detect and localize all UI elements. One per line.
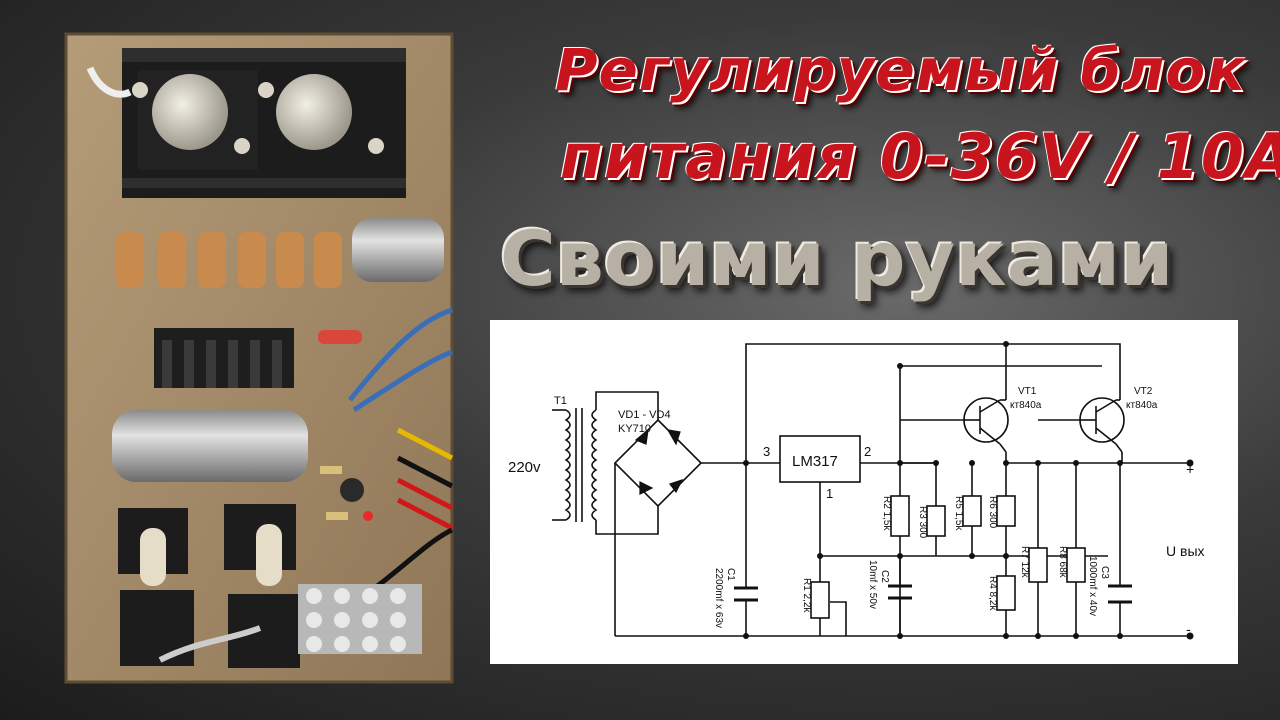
- main-heatsink: [122, 48, 406, 198]
- label-pin-3: 3: [763, 444, 770, 459]
- label-pin-2: 2: [864, 444, 871, 459]
- label-vt1: VT1: [1018, 386, 1037, 397]
- diode-vd1: [666, 429, 681, 446]
- wire-grey: [158, 625, 262, 663]
- diode: [326, 512, 348, 520]
- power-transistor-vt1: [152, 74, 228, 150]
- diode: [320, 466, 342, 474]
- transformer-t1: [552, 408, 598, 522]
- label-r2: R2 1,5k: [881, 496, 892, 531]
- label-input-voltage: 220v: [508, 459, 541, 476]
- label-bridge: VD1 - VD4: [618, 409, 671, 421]
- label-bridge-part: KY710: [618, 423, 651, 435]
- diode-bridge: [613, 418, 703, 508]
- label-r6: R6 300: [987, 496, 998, 529]
- diode-vd2: [634, 428, 649, 445]
- label-c1: C1: [725, 568, 736, 581]
- bracket-left: [120, 590, 194, 666]
- capacitor-c1: [734, 586, 758, 602]
- wire-white: [86, 66, 132, 98]
- label-c3-value: 1000mf x 40v: [1087, 556, 1098, 616]
- led: [363, 511, 373, 521]
- label-vt2-part: кт840а: [1126, 400, 1158, 411]
- label-plus: +: [1186, 461, 1194, 477]
- power-resistor-row: [116, 232, 342, 288]
- transistor-vt2: [1079, 397, 1125, 445]
- schematic-panel: T1 220v VD1 - VD4 KY710 LM317 3 2 1 VT1 …: [490, 320, 1238, 664]
- resistor-r4: [996, 575, 1016, 611]
- bracket-right: [228, 594, 300, 668]
- capacitor-c3: [1108, 584, 1132, 604]
- label-r7: R7 12k: [1019, 546, 1030, 579]
- resistor-r7: [1028, 547, 1048, 583]
- regulator-heatsink: [154, 328, 294, 388]
- label-t1: T1: [554, 395, 567, 407]
- label-c2-value: 10mf x 50v: [867, 560, 878, 609]
- switch-right: [224, 504, 296, 586]
- diode-vd4: [669, 478, 684, 494]
- resistor-r5: [962, 495, 982, 527]
- resistor-r8: [1066, 547, 1086, 583]
- label-pin-1: 1: [826, 486, 833, 501]
- capacitor-large: [112, 410, 308, 482]
- label-minus: -: [1186, 621, 1191, 637]
- power-transistor-vt2: [276, 74, 352, 150]
- resistor-r3: [926, 505, 946, 537]
- terminal-block: [298, 584, 422, 654]
- title-line-2: питания 0-36V / 10A: [560, 120, 1280, 193]
- transistor-vt1: [963, 397, 1009, 445]
- small-resistor: [318, 330, 362, 344]
- label-c1-value: 2200mf x 63v: [713, 568, 724, 628]
- label-c3: C3: [1099, 566, 1110, 579]
- label-r4: R4 8,2k: [987, 576, 998, 611]
- label-lm317: LM317: [792, 453, 838, 470]
- label-vt1-part: кт840а: [1010, 400, 1042, 411]
- label-r1: R1 2,2k: [801, 578, 812, 613]
- pcb-photo: [64, 32, 454, 684]
- title-line-1: Регулируемый блок: [555, 36, 1247, 104]
- label-r5: R5 1,5k: [953, 496, 964, 531]
- subtitle: Своими руками: [500, 214, 1174, 303]
- label-r3: R3 300: [917, 506, 928, 539]
- label-r8: R8 68k: [1057, 546, 1068, 579]
- potentiometer-r1: [810, 581, 830, 619]
- resistor-r6: [996, 495, 1016, 527]
- switch-left: [118, 508, 188, 586]
- label-c2: C2: [879, 570, 890, 583]
- schematic-diagram: T1 220v VD1 - VD4 KY710 LM317 3 2 1 VT1 …: [508, 341, 1205, 640]
- label-output: U вых: [1166, 543, 1205, 559]
- label-vt2: VT2: [1134, 386, 1153, 397]
- capacitor-can-small: [352, 218, 444, 282]
- small-capacitor: [340, 478, 364, 502]
- wire-bundle: [348, 307, 454, 593]
- resistor-r2: [890, 495, 910, 537]
- diode-vd3: [639, 481, 654, 495]
